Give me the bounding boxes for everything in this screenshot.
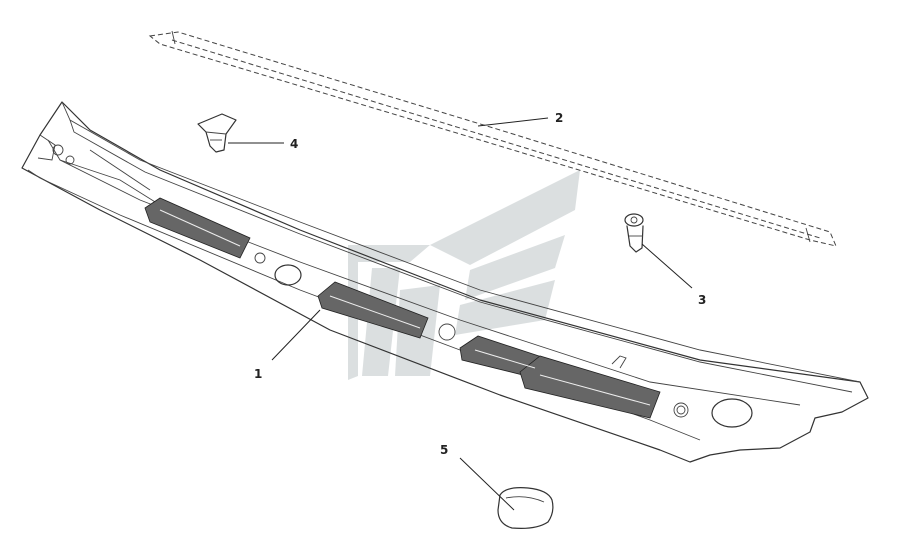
leader-2 <box>477 117 549 127</box>
leader-5 <box>459 457 515 511</box>
leader-lines <box>228 117 693 511</box>
part-1-cowl-panel <box>21 101 869 463</box>
part-4-retainer-clip <box>197 113 237 153</box>
watermark-logo <box>348 170 580 380</box>
callout-labels: 1 2 3 4 5 <box>254 111 706 457</box>
part-3-push-clip <box>624 213 644 253</box>
callout-3: 3 <box>698 293 706 307</box>
callout-2: 2 <box>555 111 563 125</box>
leader-3 <box>641 243 693 289</box>
part-5-plug-cap <box>497 487 554 529</box>
callout-4: 4 <box>290 137 298 151</box>
leader-1 <box>271 309 321 361</box>
part-2-weatherstrip-seal <box>148 30 837 247</box>
callout-1: 1 <box>254 367 262 381</box>
callout-5: 5 <box>440 443 448 457</box>
